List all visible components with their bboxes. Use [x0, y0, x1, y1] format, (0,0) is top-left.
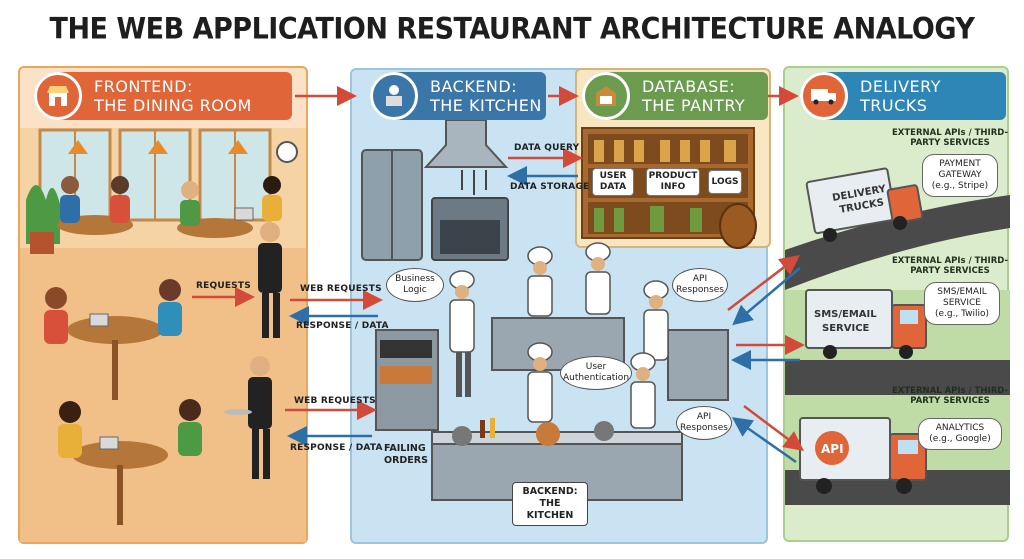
storefront-icon	[34, 72, 82, 120]
response-data-bottom-label: RESPONSE / DATA	[290, 443, 383, 453]
database-banner: DATABASE:THE PANTRY	[582, 72, 768, 120]
flow-arrows	[192, 86, 805, 464]
truck-2-label-line1: SMS/EMAIL	[814, 309, 877, 320]
user-authentication-bubble: User Authentication	[560, 356, 632, 390]
external-apis-label-3: EXTERNAL APIs / THIRD-PARTY SERVICES	[892, 386, 1008, 406]
backend-title-line1: BACKEND:	[430, 77, 518, 96]
frontend-title-line1: FRONTEND:	[94, 77, 193, 96]
logs-box: LOGS	[708, 170, 742, 194]
chef-stove-icon	[370, 72, 418, 120]
web-requests-bottom-label: WEB REQUESTS	[294, 396, 376, 406]
api-responses-bottom-bubble: API Responses	[676, 406, 732, 440]
truck-2-label-line2: SERVICE	[822, 323, 870, 334]
business-logic-bubble: Business Logic	[386, 268, 444, 302]
backend-kitchen-box: BACKEND: THE KITCHEN	[512, 482, 588, 526]
delivery-scene	[785, 167, 1010, 505]
frontend-banner: FRONTEND:THE DINING ROOM	[34, 72, 292, 120]
external-apis-label-1: EXTERNAL APIs / THIRD-PARTY SERVICES	[892, 128, 1008, 148]
data-storage-label: DATA STORAGE	[510, 182, 590, 192]
sms-email-box: SMS/EMAIL SERVICE (e.g., Twilio)	[924, 282, 1000, 325]
product-info-box: PRODUCT INFO	[646, 168, 700, 196]
data-query-label: DATA QUERY	[514, 143, 580, 153]
external-apis-label-2: EXTERNAL APIs / THIRD-PARTY SERVICES	[892, 256, 1008, 276]
backend-banner: BACKEND:THE KITCHEN	[370, 72, 546, 120]
requests-label: REQUESTS	[196, 281, 251, 291]
backend-title-line2: THE KITCHEN	[430, 96, 542, 115]
truck-3-label: API	[821, 442, 844, 456]
dining-room-scene	[20, 128, 306, 542]
failing-orders-label: FAILING ORDERS	[384, 443, 428, 466]
database-title-line2: THE PANTRY	[642, 96, 746, 115]
database-title-line1: DATABASE:	[642, 77, 736, 96]
delivery-title-line2: TRUCKS	[860, 96, 928, 115]
api-responses-top-bubble: API Responses	[672, 268, 728, 302]
user-data-box: USER DATA	[592, 168, 634, 196]
api-truck-icon	[800, 72, 848, 120]
page-title: THE WEB APPLICATION RESTAURANT ARCHITECT…	[49, 12, 975, 47]
delivery-title-line1: DELIVERY	[860, 77, 941, 96]
web-requests-top-label: WEB REQUESTS	[300, 284, 382, 294]
pantry-shelf-icon	[582, 72, 630, 120]
frontend-title-line2: THE DINING ROOM	[94, 96, 252, 115]
analytics-box: ANALYTICS (e.g., Google)	[918, 418, 1002, 450]
payment-gateway-box: PAYMENT GATEWAY (e.g., Stripe)	[922, 154, 998, 197]
response-data-top-label: RESPONSE / DATA	[296, 321, 389, 331]
